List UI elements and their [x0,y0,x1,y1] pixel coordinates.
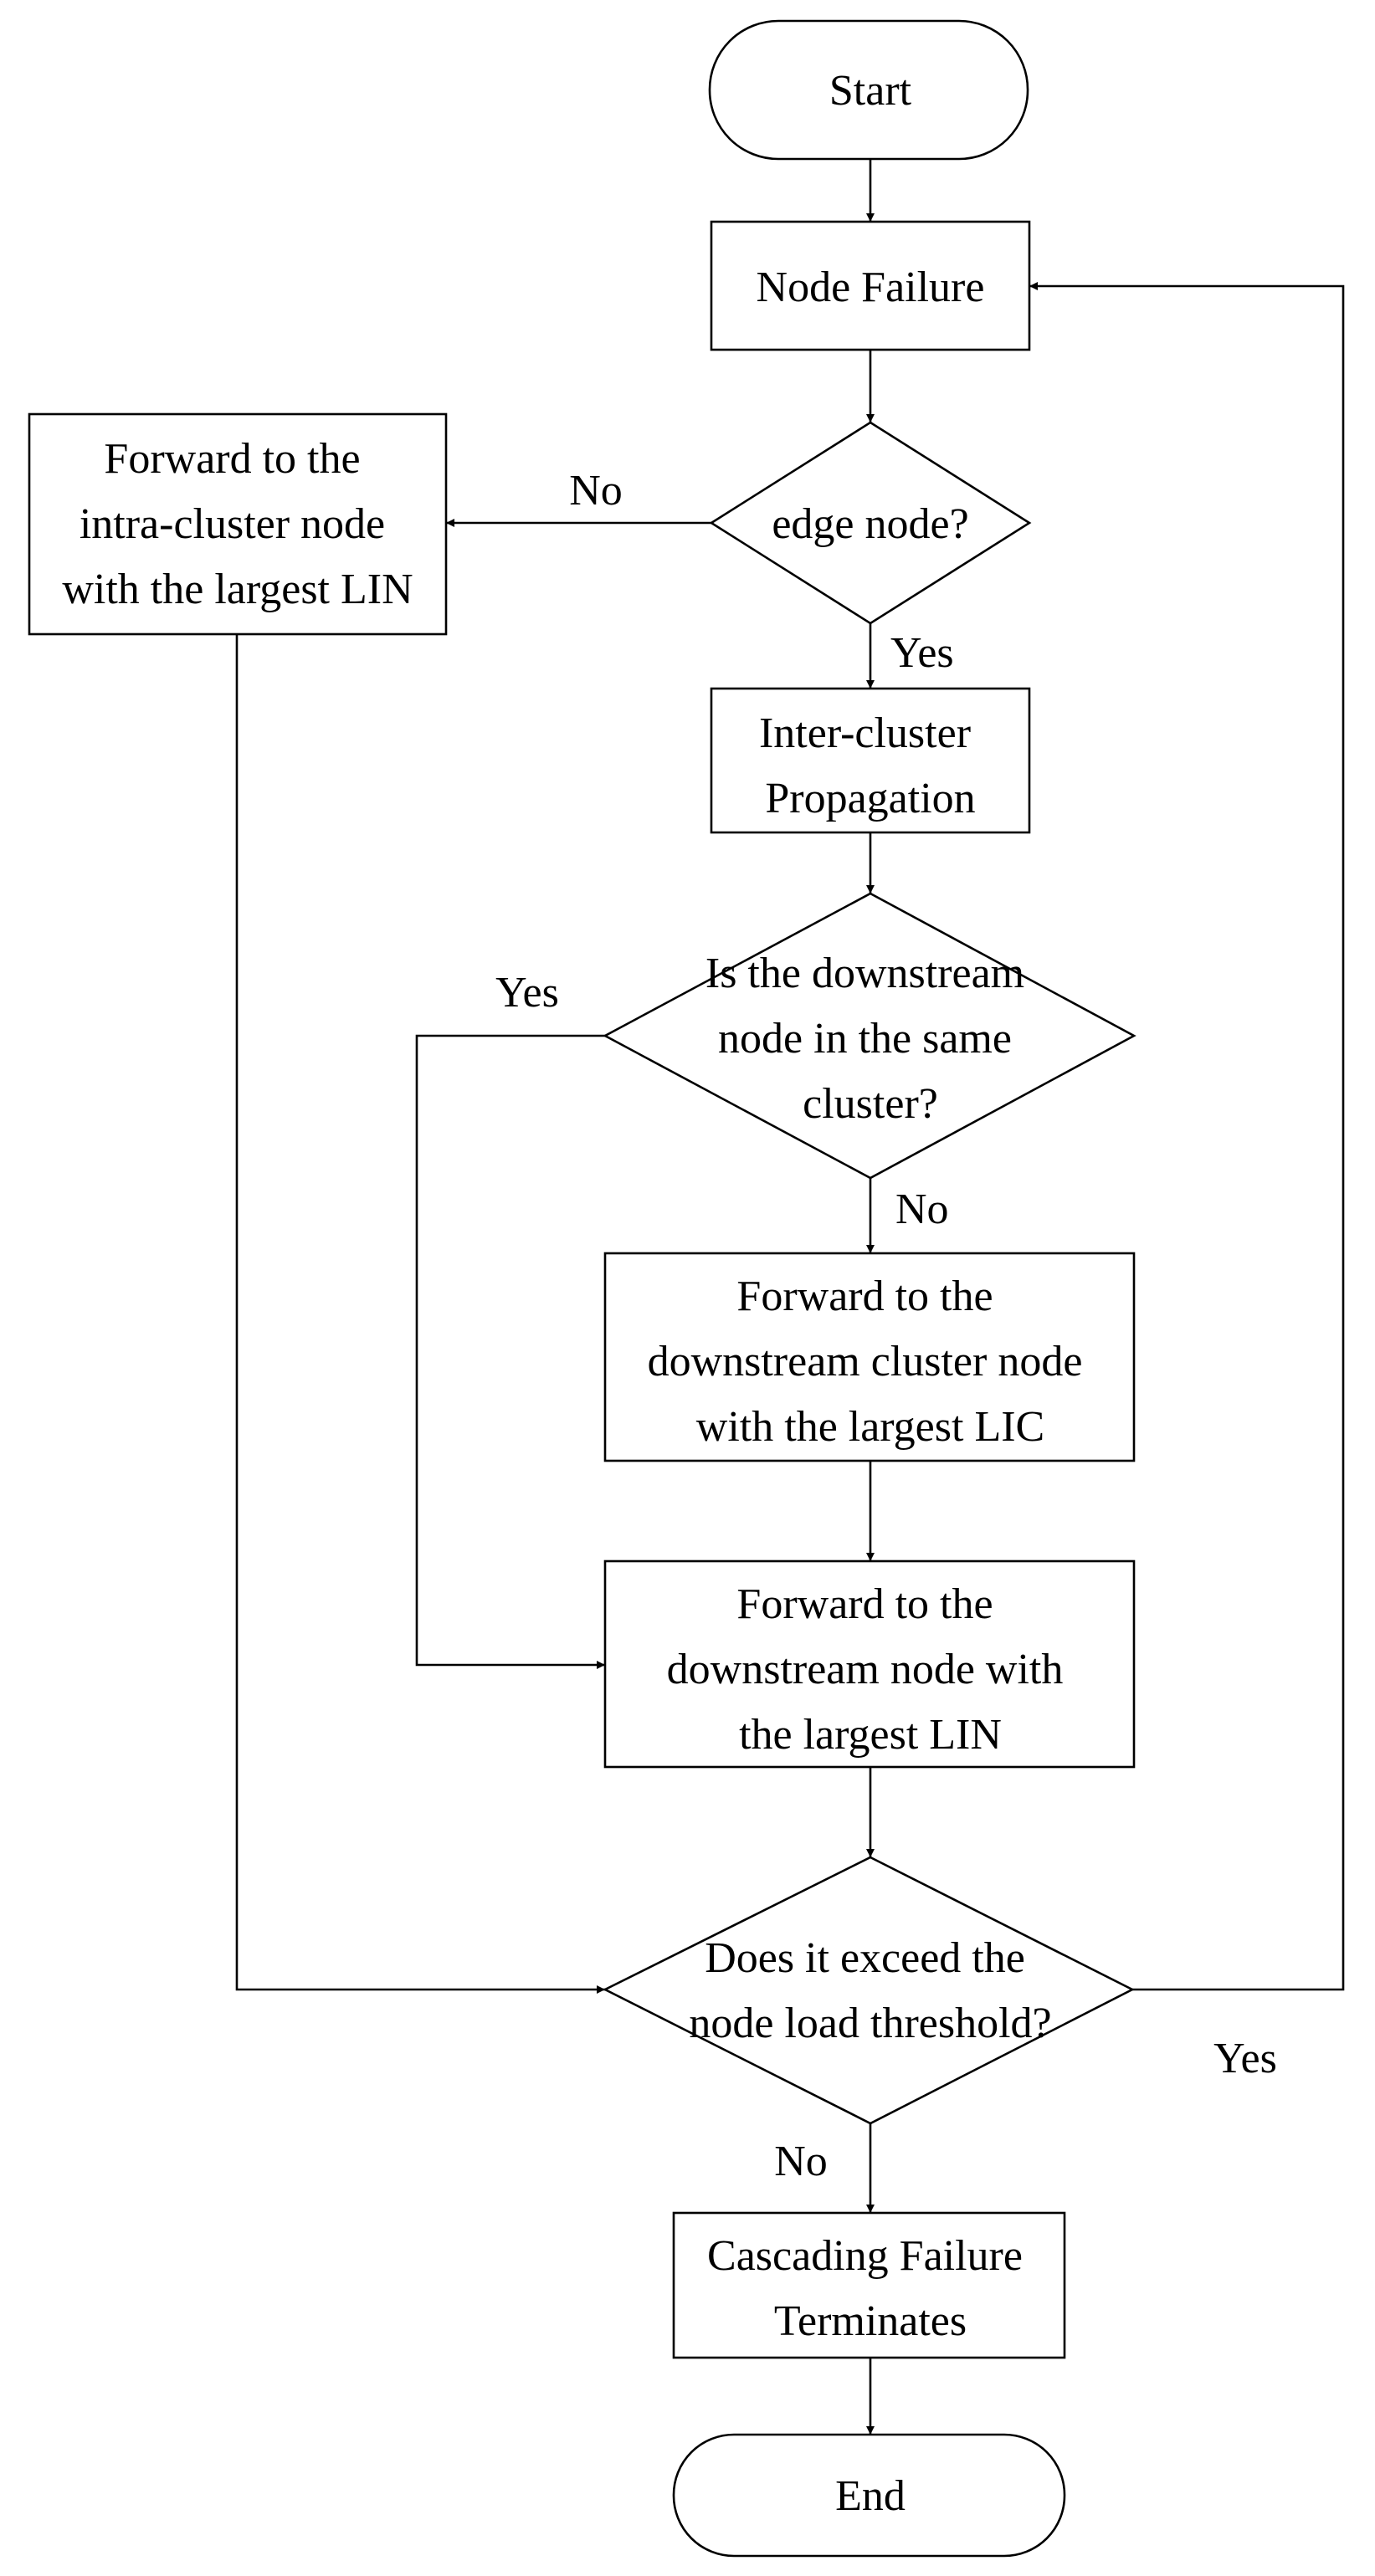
cascading-terminates-label: Cascading Failure Terminates [707,2232,1034,2345]
shapes [28,19,1136,2558]
start-label: Start [829,67,912,115]
threshold-decision-diamond [603,1856,1135,2125]
edge-intra-forward-to-threshold [235,634,605,1994]
edge-node-decision-diamond [709,421,1032,625]
edge-node-decision-label: edge node? [772,500,968,548]
edge-same-cluster-yes-to-node-forward [415,1034,605,1669]
node-labels: Start Node Failure edge node? Forward to… [62,67,1094,2520]
edge-node-no-label: No [569,467,623,515]
forward-downstream-cluster-label: Forward to the downstream cluster node w… [648,1273,1094,1451]
inter-cluster-propagation-label: Inter-cluster Propagation [759,709,982,822]
start-terminal [708,19,1029,161]
edges [235,159,1345,2435]
inter-cluster-propagation-box [710,687,1031,834]
threshold-decision-label: Does it exceed the node load threshold? [689,1934,1051,2047]
forward-downstream-cluster-box [603,1252,1136,1462]
node-failure-box [710,220,1031,351]
edge-threshold-yes-to-node-failure [1029,282,1345,1991]
same-cluster-decision-label: Is the downstream node in the same clust… [705,950,1035,1128]
forward-intra-cluster-label: Forward to the intra-cluster node with t… [62,435,413,613]
end-label: End [835,2472,906,2520]
same-cluster-no-label: No [895,1186,949,1233]
forward-downstream-node-box [603,1559,1136,1769]
same-cluster-yes-label: Yes [495,969,559,1017]
node-failure-label: Node Failure [757,264,985,311]
end-terminal [672,2433,1066,2558]
cascading-terminates-box [672,2211,1066,2359]
edge-labels: No Yes Yes No Yes No [495,467,1277,2185]
forward-intra-cluster-box [28,412,448,636]
same-cluster-decision-diamond [603,892,1136,1180]
forward-downstream-node-label: Forward to the downstream node with the … [667,1580,1075,1759]
edge-node-yes-label: Yes [890,629,954,677]
threshold-no-label: No [774,2138,828,2185]
threshold-yes-label: Yes [1213,2035,1277,2082]
